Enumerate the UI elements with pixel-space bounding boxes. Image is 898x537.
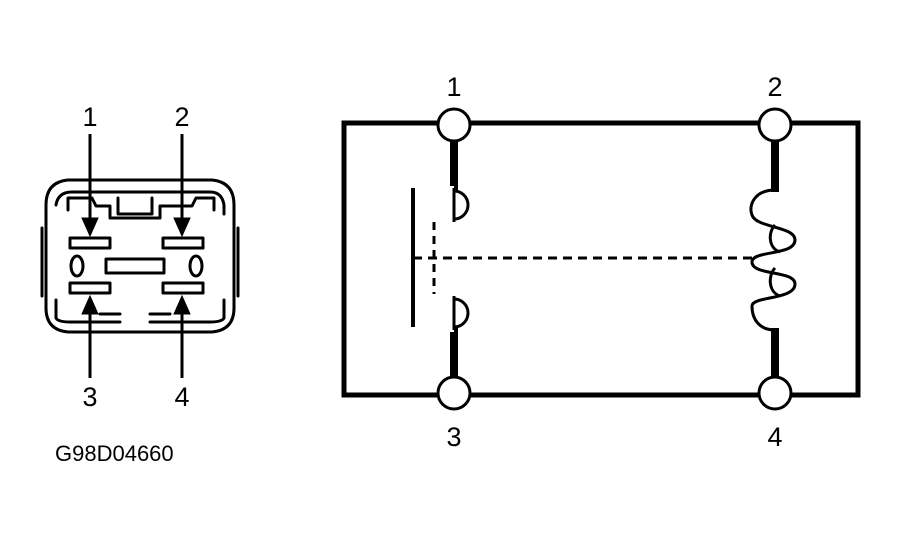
terminal-2 — [757, 107, 793, 143]
terminal-3 — [436, 375, 472, 411]
terminal-1 — [436, 107, 472, 143]
connector-latch-inner — [116, 196, 154, 216]
figure-code: G98D04660 — [55, 441, 174, 466]
relay-schematic — [341, 107, 861, 411]
arrow-head-pin-3 — [81, 294, 99, 315]
arrow-head-pin-2 — [173, 217, 191, 238]
relay-coil-inner — [768, 223, 781, 298]
connector-latch — [66, 196, 216, 220]
connector-pin-label-2: 2 — [174, 102, 189, 132]
connector-bottom-lip-right — [148, 298, 226, 324]
connector-pin-label-4: 4 — [174, 382, 189, 412]
connector-pin-label-3: 3 — [82, 382, 97, 412]
connector-pin-slot-1 — [68, 236, 112, 250]
connector-pin-slot-3 — [68, 281, 112, 295]
connector-arrows — [81, 134, 191, 378]
relay-coil — [749, 188, 797, 332]
arrow-head-pin-4 — [173, 294, 191, 315]
connector-left-oval — [69, 254, 85, 278]
connector-right-oval — [188, 254, 204, 278]
connector-outline — [44, 178, 236, 334]
relay-housing — [341, 120, 861, 398]
terminal-label-2: 2 — [767, 72, 782, 102]
connector-bottom-lip — [54, 298, 122, 324]
connector-pin-slot-2 — [161, 236, 205, 250]
terminal-label-1: 1 — [446, 72, 461, 102]
terminal-label-4: 4 — [767, 422, 782, 452]
contact-mask — [436, 186, 454, 224]
connector-inner-top-lip — [54, 190, 226, 216]
arrow-head-pin-1 — [81, 217, 99, 238]
connector-center-key — [104, 257, 166, 275]
connector-pin-label-1: 1 — [82, 102, 97, 132]
connector-pin-slot-4 — [161, 281, 205, 295]
contact-mask — [436, 294, 454, 332]
terminal-4 — [757, 375, 793, 411]
terminal-label-3: 3 — [446, 422, 461, 452]
connector-face-view — [40, 178, 240, 334]
